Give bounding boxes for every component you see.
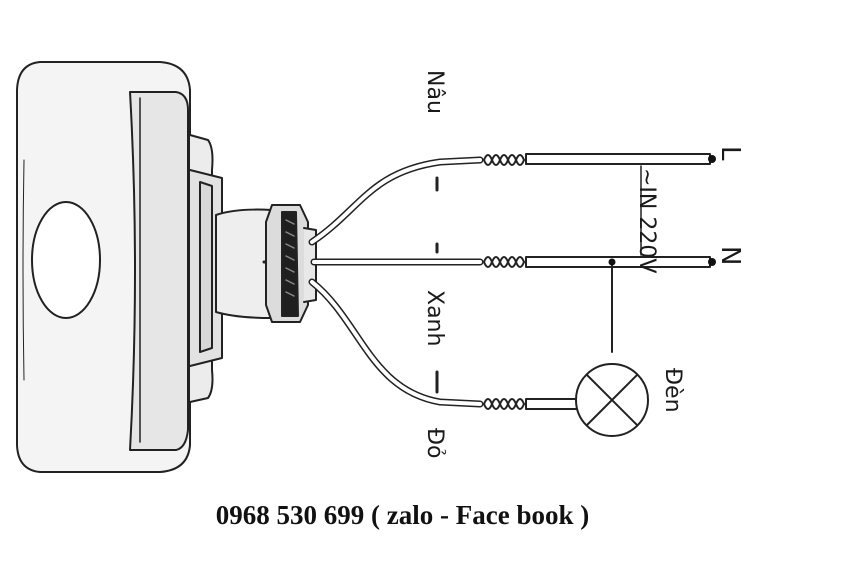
line-label: L bbox=[715, 146, 745, 161]
neutral-label: N bbox=[715, 246, 745, 265]
splice-middle bbox=[483, 256, 525, 268]
neutral-conductor bbox=[525, 256, 711, 268]
blue-wire bbox=[310, 242, 484, 266]
lamp-conductor bbox=[525, 261, 613, 410]
lamp-label: Đèn bbox=[660, 368, 685, 413]
line-conductor bbox=[525, 153, 711, 165]
splice-bottom bbox=[483, 398, 525, 410]
contact-text: 0968 530 699 ( zalo - Face book ) bbox=[215, 500, 590, 530]
lamp-symbol bbox=[575, 363, 649, 437]
red-wire-label: Đỏ bbox=[422, 428, 447, 459]
brown-wire-label: Nâu bbox=[422, 70, 447, 114]
supply-label: ~IN 220V bbox=[634, 168, 659, 273]
neutral-terminal bbox=[708, 258, 716, 266]
red-wire bbox=[308, 278, 484, 408]
sensor-housing bbox=[16, 61, 191, 473]
contact-footer: 0968 530 699 ( zalo - Face book ) bbox=[0, 500, 865, 531]
sensor-lens bbox=[31, 201, 101, 319]
blue-wire-label: Xanh bbox=[422, 290, 447, 346]
splice-top bbox=[483, 154, 525, 166]
cable-gland bbox=[265, 204, 317, 323]
brown-wire bbox=[308, 156, 484, 246]
mount-neck bbox=[189, 134, 277, 403]
line-terminal bbox=[708, 155, 716, 163]
lamp-junction bbox=[608, 258, 616, 266]
